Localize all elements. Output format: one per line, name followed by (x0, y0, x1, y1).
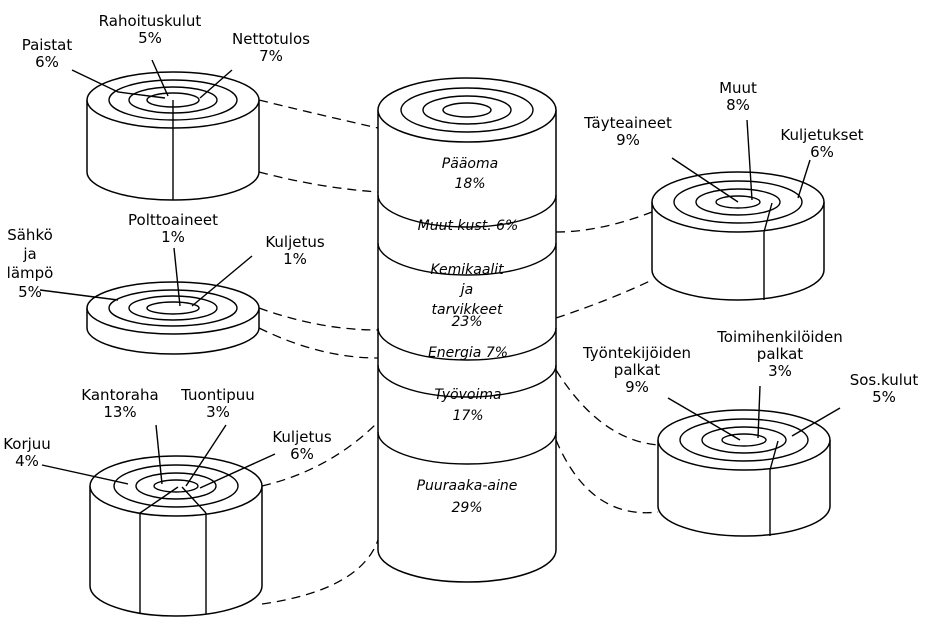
kuljetukset-value: 6% (810, 143, 834, 161)
tayteaineet-value: 9% (616, 131, 640, 149)
kuljetus-bottom-label: Kuljetus (272, 428, 332, 446)
connector-energia-top (258, 307, 379, 331)
tayteaineet-label: Täyteaineet (583, 114, 672, 132)
rahoituskulut-value: 5% (138, 29, 162, 47)
korjuu-label: Korjuu (3, 435, 51, 453)
segment-energia-label: Energia 7% (428, 345, 508, 361)
connector-tyovoima-bottom (555, 439, 659, 514)
segment-paaoma-value: 18% (454, 176, 485, 192)
paistat-label: Paistat (22, 36, 73, 54)
polttoaineet-label: Polttoaineet (128, 211, 218, 229)
kantoraha-value: 13% (103, 403, 136, 421)
tuontipuu-value: 3% (206, 403, 230, 421)
sahko-ja-lampo-value: 5% (18, 283, 42, 301)
rahoituskulut-label: Rahoituskulut (99, 12, 202, 30)
cylinder-top-right: Täyteaineet 9% Muut 8% Kuljetukset 6% (583, 79, 864, 301)
segment-paaoma-label: Pääoma (442, 156, 498, 172)
toimihenkiloiden-palkat-value: 3% (768, 362, 792, 380)
nettotulos-label: Nettotulos (232, 30, 310, 48)
korjuu-value: 4% (15, 452, 39, 470)
paistat-value: 6% (35, 53, 59, 71)
sos-kulut-value: 5% (872, 388, 896, 406)
kuljetukset-label: Kuljetukset (780, 126, 863, 144)
sos-kulut-label: Sos.kulut (850, 371, 919, 389)
nettotulos-value: 7% (259, 47, 283, 65)
cylinder-bottom-left: Korjuu 4% Kantoraha 13% Tuontipuu 3% Kul… (3, 386, 332, 617)
kuljetus-mid-value: 1% (283, 250, 307, 268)
kuljetus-mid-label: Kuljetus (265, 233, 325, 251)
tuontipuu-label: Tuontipuu (180, 386, 255, 404)
connector-paaoma-bottom (258, 171, 379, 193)
connector-puu-top (261, 421, 379, 487)
kantoraha-label: Kantoraha (81, 386, 158, 404)
segment-tyovoima-value: 17% (452, 408, 483, 424)
connector-puu-bottom (261, 539, 379, 605)
polttoaineet-value: 1% (161, 228, 185, 246)
cylinder-top-left: Paistat 6% Rahoituskulut 5% Nettotulos 7… (22, 12, 310, 201)
connector-tyovoima-top (555, 369, 659, 446)
connector-kemikaalit-bottom (555, 279, 653, 319)
connector-paaoma-top (258, 99, 379, 129)
kuljetus-bottom-value: 6% (290, 445, 314, 463)
segment-puuraaka-aine-label: Puuraaka-aine (417, 478, 518, 494)
connector-kemikaalit-top (555, 211, 653, 233)
segment-puuraaka-aine-value: 29% (451, 500, 482, 516)
connectors (258, 99, 659, 605)
muut-value: 8% (726, 96, 750, 114)
connector-energia-bottom (258, 327, 379, 359)
segment-kemikaalit-value: 23% (451, 314, 482, 330)
segment-muut-kust-label: Muut kust. 6% (418, 218, 519, 234)
segment-tyovoima-label: Työvoima (434, 387, 501, 403)
tyontekijoiden-palkat-value: 9% (625, 378, 649, 396)
muut-label: Muut (719, 79, 757, 97)
